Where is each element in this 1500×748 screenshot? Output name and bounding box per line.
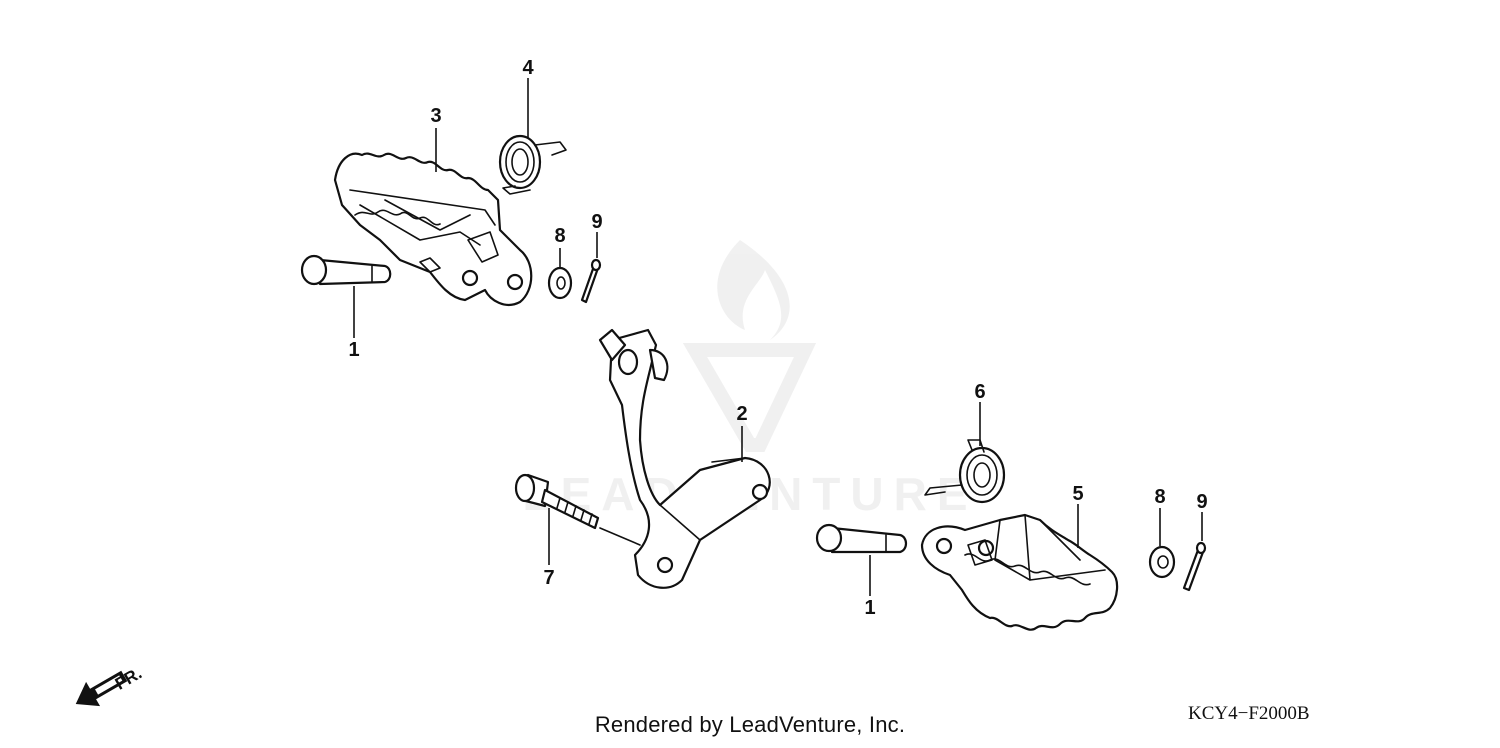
callout-7[interactable]: 7: [543, 567, 554, 589]
front-indicator-label: FR.: [112, 664, 145, 694]
washer-left[interactable]: [547, 266, 573, 300]
callout-9-left[interactable]: 9: [591, 211, 602, 233]
pin-right[interactable]: [815, 523, 908, 554]
spring-left[interactable]: [498, 134, 567, 195]
footpeg-bracket[interactable]: [598, 328, 771, 589]
cotter-pin-left[interactable]: [580, 258, 602, 304]
bracket-bolt[interactable]: [514, 473, 641, 546]
callout-9-right[interactable]: 9: [1196, 491, 1207, 513]
cotter-pin-right[interactable]: [1182, 541, 1207, 592]
callout-8-left[interactable]: 8: [554, 225, 565, 247]
callout-1-left[interactable]: 1: [348, 339, 359, 361]
callout-2[interactable]: 2: [736, 403, 747, 425]
diagram-code: KCY4−F2000B: [1188, 703, 1310, 724]
callout-1-right[interactable]: 1: [864, 597, 875, 619]
front-arrow-icon: [75, 670, 128, 707]
spring-right[interactable]: [924, 439, 1006, 504]
pin-left[interactable]: [300, 254, 392, 286]
washer-right[interactable]: [1148, 545, 1176, 579]
callout-5[interactable]: 5: [1072, 483, 1083, 505]
callout-3[interactable]: 3: [430, 105, 441, 127]
callout-8-right[interactable]: 8: [1154, 486, 1165, 508]
footer-credit: Rendered by LeadVenture, Inc.: [594, 712, 906, 737]
callout-6[interactable]: 6: [974, 381, 985, 403]
footpeg-right[interactable]: [920, 513, 1119, 631]
footpeg-left[interactable]: [333, 152, 533, 307]
callout-4[interactable]: 4: [522, 57, 534, 79]
